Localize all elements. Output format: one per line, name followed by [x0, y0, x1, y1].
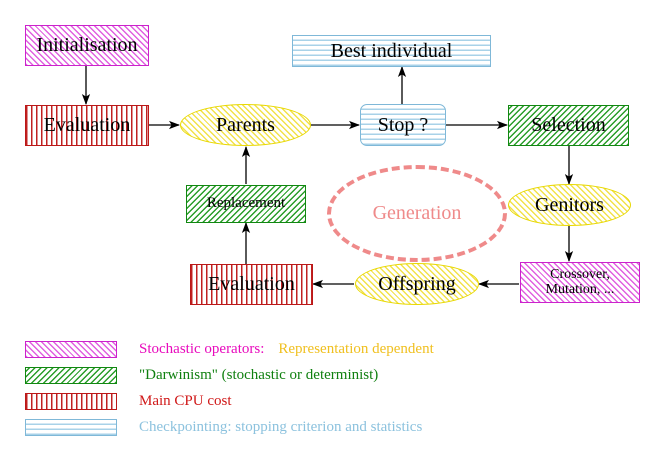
node-evaluation-bottom[interactable]: Evaluation	[190, 264, 313, 305]
node-parents-label: Parents	[216, 113, 275, 136]
node-generation-label: Generation	[372, 202, 462, 224]
legend-label-cpu-cost: Main CPU cost	[139, 392, 232, 409]
legend-row-darwinism: "Darwinism" (stochastic or determinist)	[0, 362, 662, 388]
node-stop[interactable]: Stop ?	[360, 104, 446, 146]
node-evaluation-top-label: Evaluation	[43, 114, 131, 136]
legend: Stochastic operators: Representation depe…	[0, 336, 662, 440]
node-evaluation-top[interactable]: Evaluation	[25, 105, 149, 146]
node-stop-label: Stop ?	[377, 113, 429, 136]
node-genitors-label: Genitors	[535, 193, 604, 216]
legend-row-cpu-cost: Main CPU cost	[0, 388, 662, 414]
legend-label-checkpointing: Checkpointing: stopping criterion and st…	[139, 418, 423, 435]
node-parents[interactable]: Parents	[180, 104, 311, 146]
node-offspring[interactable]: Offspring	[355, 263, 479, 305]
node-initialisation[interactable]: Initialisation	[25, 25, 149, 66]
legend-label-stochastic-secondary: Representation dependent	[278, 340, 434, 357]
node-replacement-label: Replacement	[206, 195, 286, 212]
legend-row-stochastic: Stochastic operators: Representation depe…	[0, 336, 662, 362]
legend-swatch-magenta-hatch	[25, 340, 117, 358]
legend-label-darwinism: "Darwinism" (stochastic or determinist)	[139, 366, 379, 383]
legend-swatch-blue-horizontal	[25, 418, 117, 436]
legend-label-stochastic: Stochastic operators: Representation depe…	[139, 341, 434, 358]
legend-swatch-red-vertical	[25, 392, 117, 410]
node-initialisation-label: Initialisation	[36, 34, 138, 56]
node-genitors[interactable]: Genitors	[508, 184, 631, 226]
node-best-individual[interactable]: Best individual	[292, 35, 491, 67]
node-evaluation-bottom-label: Evaluation	[208, 273, 295, 295]
legend-row-checkpointing: Checkpointing: stopping criterion and st…	[0, 414, 662, 440]
node-crossover-mutation-label: Crossover, Mutation, ...	[545, 266, 615, 297]
node-selection[interactable]: Selection	[508, 105, 629, 146]
legend-swatch-green-hatch	[25, 366, 117, 384]
node-selection-label: Selection	[531, 114, 606, 136]
node-best-individual-label: Best individual	[330, 39, 453, 62]
node-offspring-label: Offspring	[378, 272, 456, 295]
legend-label-stochastic-primary: Stochastic operators:	[139, 340, 265, 357]
node-crossover-mutation[interactable]: Crossover, Mutation, ...	[520, 262, 640, 303]
node-replacement[interactable]: Replacement	[186, 185, 306, 223]
node-generation[interactable]: Generation	[327, 165, 507, 262]
